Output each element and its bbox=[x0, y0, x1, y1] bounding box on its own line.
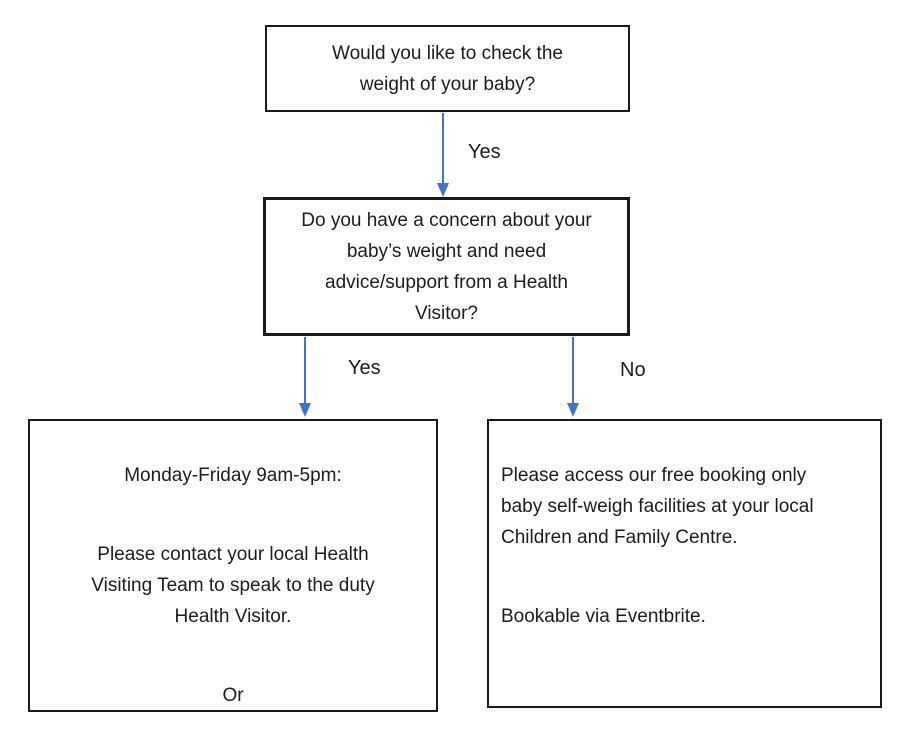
contact-box-instruction: Please contact your local Health Visitin… bbox=[91, 544, 375, 627]
self-weigh-box-instruction: Please access our free booking only baby… bbox=[501, 465, 814, 548]
edge-label-yes-top: Yes bbox=[468, 141, 501, 163]
self-weigh-box-booking: Bookable via Eventbrite. bbox=[501, 606, 706, 627]
decision-box-concern: Do you have a concern about your baby’s … bbox=[263, 197, 630, 336]
start-box-check-weight: Would you like to check the weight of yo… bbox=[265, 25, 630, 112]
contact-box-hours: Monday-Friday 9am-5pm: bbox=[124, 465, 342, 486]
arrow-down-right-icon bbox=[567, 337, 579, 417]
edge-label-no-right: No bbox=[620, 359, 646, 381]
edge-label-yes-left: Yes bbox=[348, 357, 381, 379]
arrow-down-left-icon bbox=[299, 337, 311, 417]
contact-box-or: Or bbox=[222, 685, 244, 706]
start-box-text: Would you like to check the weight of yo… bbox=[332, 42, 563, 95]
arrow-down-top-icon bbox=[437, 113, 449, 197]
contact-health-visitor-box: Monday-Friday 9am-5pm: Please contact yo… bbox=[28, 419, 438, 712]
self-weigh-box: Please access our free booking only baby… bbox=[487, 419, 882, 708]
decision-box-text: Do you have a concern about your baby’s … bbox=[301, 209, 592, 324]
